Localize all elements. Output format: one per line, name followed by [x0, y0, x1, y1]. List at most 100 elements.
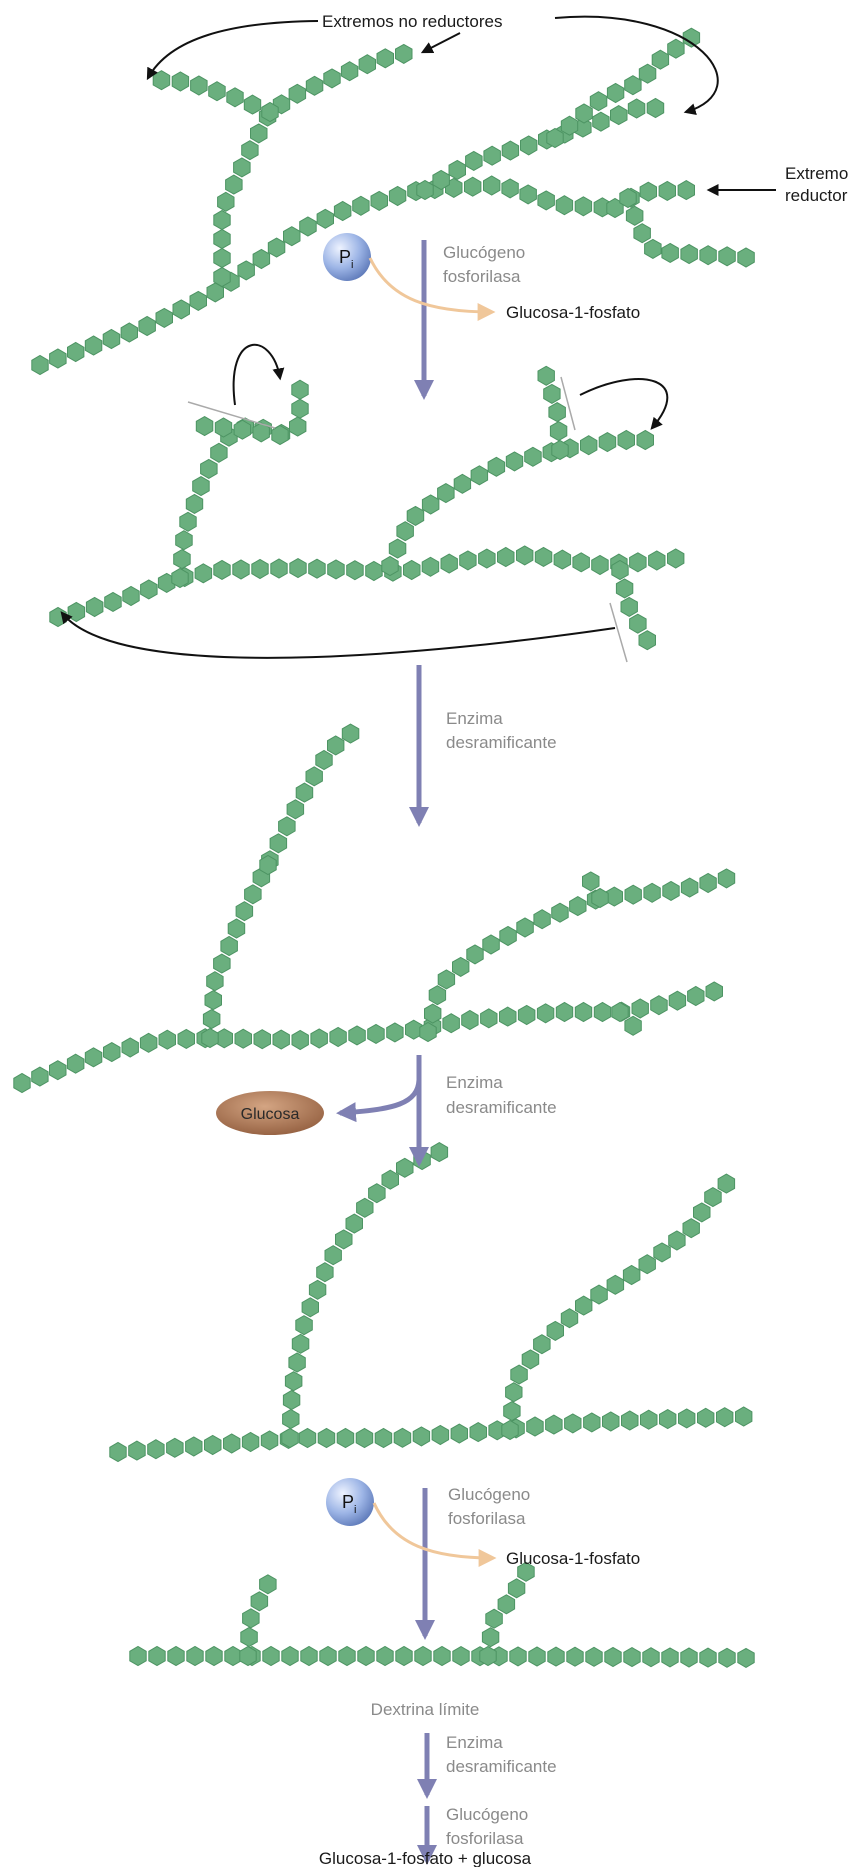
glucose-unit: [187, 1647, 203, 1666]
debranching-label-1a: Enzima: [446, 709, 503, 728]
glucose-unit: [630, 614, 647, 633]
glucose-unit: [224, 1434, 240, 1453]
glucose-unit: [292, 380, 308, 399]
glucose-unit: [285, 1372, 302, 1391]
glucose-unit: [611, 106, 628, 125]
glucose-unit: [618, 431, 635, 450]
glucose-unit: [123, 587, 139, 606]
glucose-unit: [422, 495, 439, 514]
glucose-unit: [643, 1648, 659, 1667]
glucose-unit: [263, 1647, 279, 1666]
glucose-unit: [621, 597, 637, 616]
glucose-unit: [705, 1188, 722, 1207]
glucose-unit: [339, 1647, 355, 1666]
glycogen-after-phosphorylase: [50, 366, 684, 649]
glucose-unit: [678, 181, 694, 200]
glucose-unit: [214, 249, 230, 268]
glucose-unit: [422, 557, 439, 576]
glucose-unit: [434, 1647, 450, 1666]
glucose-unit: [159, 1030, 176, 1049]
glucose-unit: [634, 224, 651, 243]
glucose-unit: [325, 1246, 341, 1265]
glucose-unit: [698, 1408, 714, 1427]
glucose-unit: [575, 197, 591, 216]
glucose-unit: [520, 185, 537, 204]
glucose-unit: [549, 403, 566, 422]
glucose-unit: [324, 69, 340, 88]
glucose-unit: [538, 191, 555, 210]
glucose-unit: [654, 1243, 671, 1262]
glucose-unit: [358, 1647, 374, 1666]
glucose-unit: [32, 356, 48, 375]
glucose-unit: [603, 1412, 620, 1431]
glucose-unit: [628, 99, 645, 118]
glucose-unit: [209, 82, 226, 101]
glucose-unit: [366, 562, 383, 581]
glucose-unit: [296, 1316, 313, 1335]
non-reducing-end-arrow-short: [423, 33, 460, 52]
glucose-unit: [306, 76, 323, 95]
glucose-unit: [176, 531, 193, 550]
glucose-unit: [561, 1309, 577, 1328]
glucose-unit: [225, 1647, 241, 1666]
glucose-unit: [234, 158, 251, 177]
glucose-unit: [659, 181, 675, 200]
glucose-unit: [211, 443, 227, 462]
glucose-unit: [235, 1029, 252, 1048]
phosphorylase-label-3b: fosforilasa: [446, 1829, 524, 1848]
glucose-unit: [336, 1230, 353, 1249]
glucose-unit: [438, 970, 454, 989]
glucose-unit: [68, 603, 85, 622]
glucose-unit: [317, 209, 333, 228]
glucose-unit: [630, 553, 647, 572]
glucose-unit: [282, 1429, 298, 1448]
glucose-unit: [471, 466, 488, 485]
glucose-unit: [518, 1006, 535, 1025]
glucose-unit: [186, 494, 202, 513]
glucose-unit: [438, 484, 455, 503]
glucose-unit: [173, 300, 190, 319]
glucose-unit: [683, 28, 699, 47]
glucose-unit: [252, 560, 268, 579]
glucose-unit: [639, 1255, 655, 1274]
glucose-unit: [368, 1024, 385, 1043]
glucose-unit: [67, 1054, 84, 1073]
glucose-unit: [651, 996, 668, 1015]
glucose-unit: [284, 227, 301, 246]
glucose-unit: [253, 250, 270, 269]
glucose-unit: [586, 1647, 602, 1666]
glucose-unit: [534, 1335, 551, 1354]
glucose-unit: [233, 560, 249, 579]
glucose-unit: [683, 1219, 699, 1238]
glycogen-after-glucosidase: [110, 1143, 752, 1462]
glucose-unit: [238, 261, 255, 280]
glucose-unit: [215, 418, 231, 437]
glucose-unit: [214, 211, 230, 230]
glucose-unit: [668, 549, 684, 568]
glucose-unit: [470, 1423, 487, 1442]
glucose-unit: [622, 1411, 639, 1430]
glucose-unit: [481, 1009, 497, 1028]
glucose-unit: [738, 248, 755, 267]
glucose-unit: [270, 834, 287, 853]
glucose-unit: [289, 84, 306, 103]
glucose-unit: [241, 1628, 257, 1647]
glucose-unit: [50, 349, 67, 368]
glucose-unit: [202, 1029, 218, 1048]
glucose-unit: [508, 1579, 524, 1598]
glucose-unit: [451, 1424, 467, 1443]
non-reducing-ends-label: Extremos no reductores: [322, 12, 502, 31]
glucose-unit: [279, 817, 296, 836]
debranching-label-1b: desramificante: [446, 733, 557, 752]
glucose-unit: [394, 1428, 411, 1447]
limit-dextrin-chain: [130, 1562, 754, 1667]
glucose-unit: [121, 323, 137, 342]
g1p-label-2: Glucosa-1-fosfato: [506, 1549, 640, 1568]
glucose-unit: [244, 95, 260, 114]
glucose-unit: [299, 1429, 316, 1448]
glucose-unit: [605, 1648, 621, 1667]
glucose-unit: [342, 724, 359, 743]
glucose-unit: [480, 1647, 496, 1666]
glucose-unit: [242, 141, 258, 160]
glucose-unit: [548, 1647, 564, 1666]
